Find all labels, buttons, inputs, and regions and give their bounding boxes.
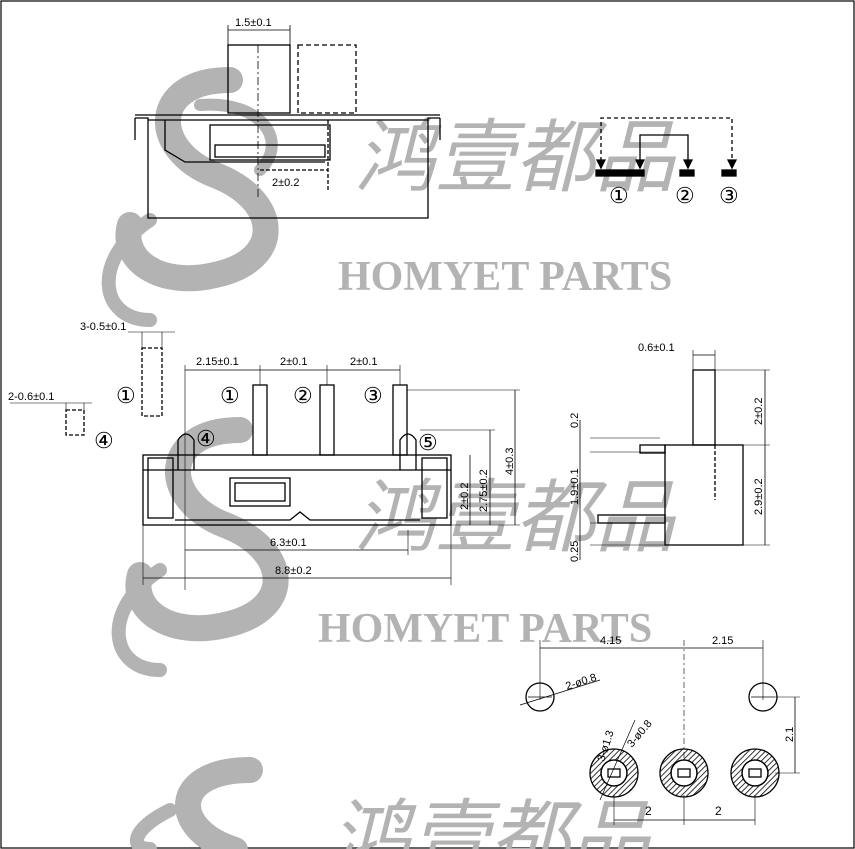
dim-mount-span: 6.3±0.1 bbox=[270, 537, 307, 549]
dim-actuator-width: 1.5±0.1 bbox=[235, 17, 272, 29]
front-view bbox=[10, 331, 520, 590]
dim-mount-hole: 2-ø0.8 bbox=[564, 672, 598, 693]
label-pin-1: ① bbox=[220, 383, 240, 408]
dim-footprint-left-span: 4.15 bbox=[600, 635, 621, 647]
watermark-logo-top bbox=[101, 67, 279, 327]
dim-mount-width: 2-0.6±0.1 bbox=[8, 391, 54, 403]
top-view bbox=[134, 25, 441, 219]
schematic-pin-3: ③ bbox=[719, 183, 739, 208]
dim-actuator-thickness: 0.6±0.1 bbox=[638, 342, 675, 354]
actuator bbox=[227, 44, 291, 114]
dim-first-pitch: 2.15±0.1 bbox=[196, 356, 239, 368]
dim-footprint-right-span: 2.15 bbox=[712, 635, 733, 647]
dim-actuator-height: 2±0.2 bbox=[753, 398, 765, 425]
label-pin-1-detail: ① bbox=[116, 383, 136, 408]
watermark-brand-middle: HOMYET PARTS bbox=[318, 606, 652, 652]
dim-pitch-b: 2±0.1 bbox=[350, 356, 377, 368]
watermark-logo-middle bbox=[111, 417, 289, 677]
schematic bbox=[595, 117, 738, 177]
dim-row-spacing: 2.1 bbox=[784, 727, 796, 742]
dim-pad-pitch-b: 2 bbox=[715, 804, 722, 818]
label-mount-4-detail: ④ bbox=[94, 428, 114, 453]
watermark-chinese-top: 鸿壹都品 bbox=[355, 111, 677, 204]
dim-travel: 2±0.2 bbox=[272, 177, 299, 189]
label-mount-5: ⑤ bbox=[418, 430, 438, 455]
dim-total-height: 4±0.3 bbox=[504, 448, 516, 475]
label-pin-3: ③ bbox=[363, 383, 383, 408]
dim-pitch-a: 2±0.1 bbox=[280, 356, 307, 368]
schematic-pin-2: ② bbox=[675, 183, 695, 208]
watermark-brand-top: HOMYET PARTS bbox=[338, 254, 672, 300]
dim-side-gap: 0.2 bbox=[569, 413, 581, 428]
watermark-logo-bottom bbox=[129, 757, 263, 849]
label-pin-2: ② bbox=[293, 383, 313, 408]
actuator-alt-position bbox=[297, 44, 357, 114]
watermark-chinese-middle: 鸿壹都品 bbox=[355, 471, 677, 564]
dim-pad-pitch-a: 2 bbox=[645, 804, 652, 818]
schematic-pin-1: ① bbox=[609, 183, 629, 208]
dim-side-pin-position: 1.9±0.1 bbox=[569, 468, 581, 505]
dim-mid-height: 2.75±0.2 bbox=[478, 469, 490, 512]
label-mount-4: ④ bbox=[196, 426, 216, 451]
dim-pin-width: 3-0.5±0.1 bbox=[80, 321, 126, 333]
watermark-chinese-bottom: 鸿壹都品 bbox=[330, 791, 652, 849]
side-view bbox=[579, 350, 770, 560]
pcb-footprint bbox=[519, 640, 800, 825]
dim-body-length: 8.8±0.2 bbox=[275, 565, 312, 577]
dim-side-body-height: 2.9±0.2 bbox=[753, 478, 765, 515]
dim-body-height: 2±0.2 bbox=[459, 483, 471, 510]
dim-side-pin-bottom: 0.25 bbox=[569, 541, 581, 562]
dim-pad-hole: 3-ø0.8 bbox=[625, 718, 655, 750]
